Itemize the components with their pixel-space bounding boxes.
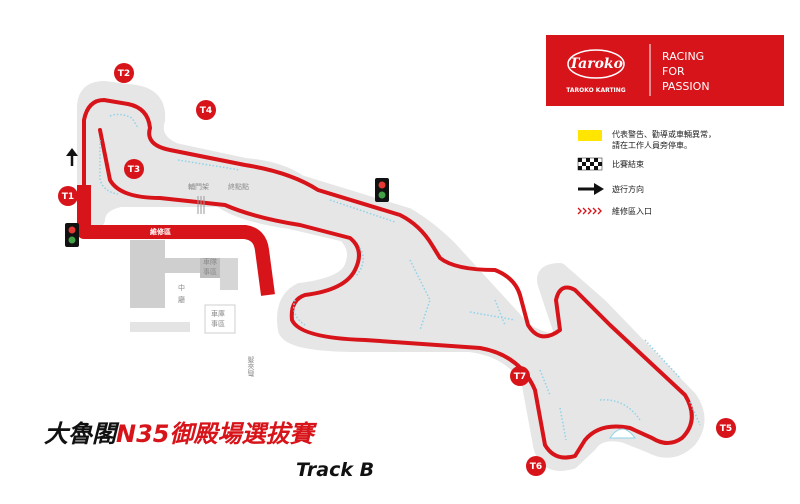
slogan-line-2: FOR xyxy=(662,65,685,78)
brand-logo-text: Taroko xyxy=(569,56,623,72)
svg-text:T2: T2 xyxy=(118,69,130,79)
svg-text:T7: T7 xyxy=(514,372,526,382)
svg-text:T3: T3 xyxy=(128,165,140,175)
legend-warning-2: 請在工作人員旁停車。 xyxy=(612,140,692,150)
legend-warning: 代表警告、勸導或車輛異常， xyxy=(612,129,716,139)
slogan-line-1: RACING xyxy=(662,50,704,63)
turn-badge-t7: T7 xyxy=(510,366,530,386)
pit-entry-legend-icon xyxy=(577,207,602,215)
legend-direction: 遊行方向 xyxy=(612,184,644,194)
pit-lane-label: 維修區 xyxy=(150,227,171,236)
direction-legend-icon xyxy=(578,183,604,195)
brand-panel: Taroko TAROKO KARTING RACING FOR PASSION xyxy=(546,35,784,106)
turn-badge-t5: T5 xyxy=(716,418,736,438)
racing-line xyxy=(82,98,694,460)
svg-text:T1: T1 xyxy=(62,192,74,202)
turn-badge-t3: T3 xyxy=(124,159,144,179)
svg-text:T6: T6 xyxy=(530,462,542,472)
legend-pit-entry: 維修區入口 xyxy=(612,206,652,216)
turn-badge-t1: T1 xyxy=(58,186,78,206)
yellow-flag-icon xyxy=(578,130,602,141)
direction-arrow-icon xyxy=(66,148,78,166)
building-label-2: 事區 xyxy=(211,319,225,328)
svg-text:T5: T5 xyxy=(720,424,732,434)
box-label-2: 事區 xyxy=(203,267,217,276)
building-blocks xyxy=(130,240,238,334)
infield-island xyxy=(609,428,636,439)
slogan-line-3: PASSION xyxy=(662,80,710,93)
pit-entry-chevrons xyxy=(261,269,271,289)
turn-badge-t4: T4 xyxy=(196,100,216,120)
traffic-light-icon xyxy=(65,223,79,247)
svg-text:T4: T4 xyxy=(200,106,212,116)
brand-logo-sub: TAROKO KARTING xyxy=(566,87,626,94)
title-sub: Track B xyxy=(296,459,374,481)
logo-oval-icon xyxy=(567,49,625,79)
barrier-marks xyxy=(197,196,205,214)
legend-finish: 比賽結束 xyxy=(612,159,644,169)
middle-label-2: 廳 xyxy=(178,295,185,304)
building-label: 車庫 xyxy=(211,309,225,318)
barrier-label-2: 終點點 xyxy=(228,182,249,191)
curbs xyxy=(99,113,701,441)
box-label: 車隊 xyxy=(203,257,217,266)
title-main: 大魯閣N35御殿場選拔賽 xyxy=(44,420,317,448)
turn-badge-t6: T6 xyxy=(526,456,546,476)
turn-badge-t2: T2 xyxy=(114,63,134,83)
barrier-label-1: 輔門架 xyxy=(188,182,209,191)
track-surface xyxy=(77,81,705,471)
checkered-flag-icon xyxy=(577,157,603,171)
middle-label: 中 xyxy=(178,283,185,292)
hairpin-label: 髮夾彎 xyxy=(247,355,255,378)
legend: 代表警告、勸導或車輛異常， 請在工作人員旁停車。 比賽結束 遊行方向 xyxy=(577,129,716,216)
traffic-light-icon xyxy=(375,178,389,202)
pit-lane: 維修區 xyxy=(77,185,275,296)
